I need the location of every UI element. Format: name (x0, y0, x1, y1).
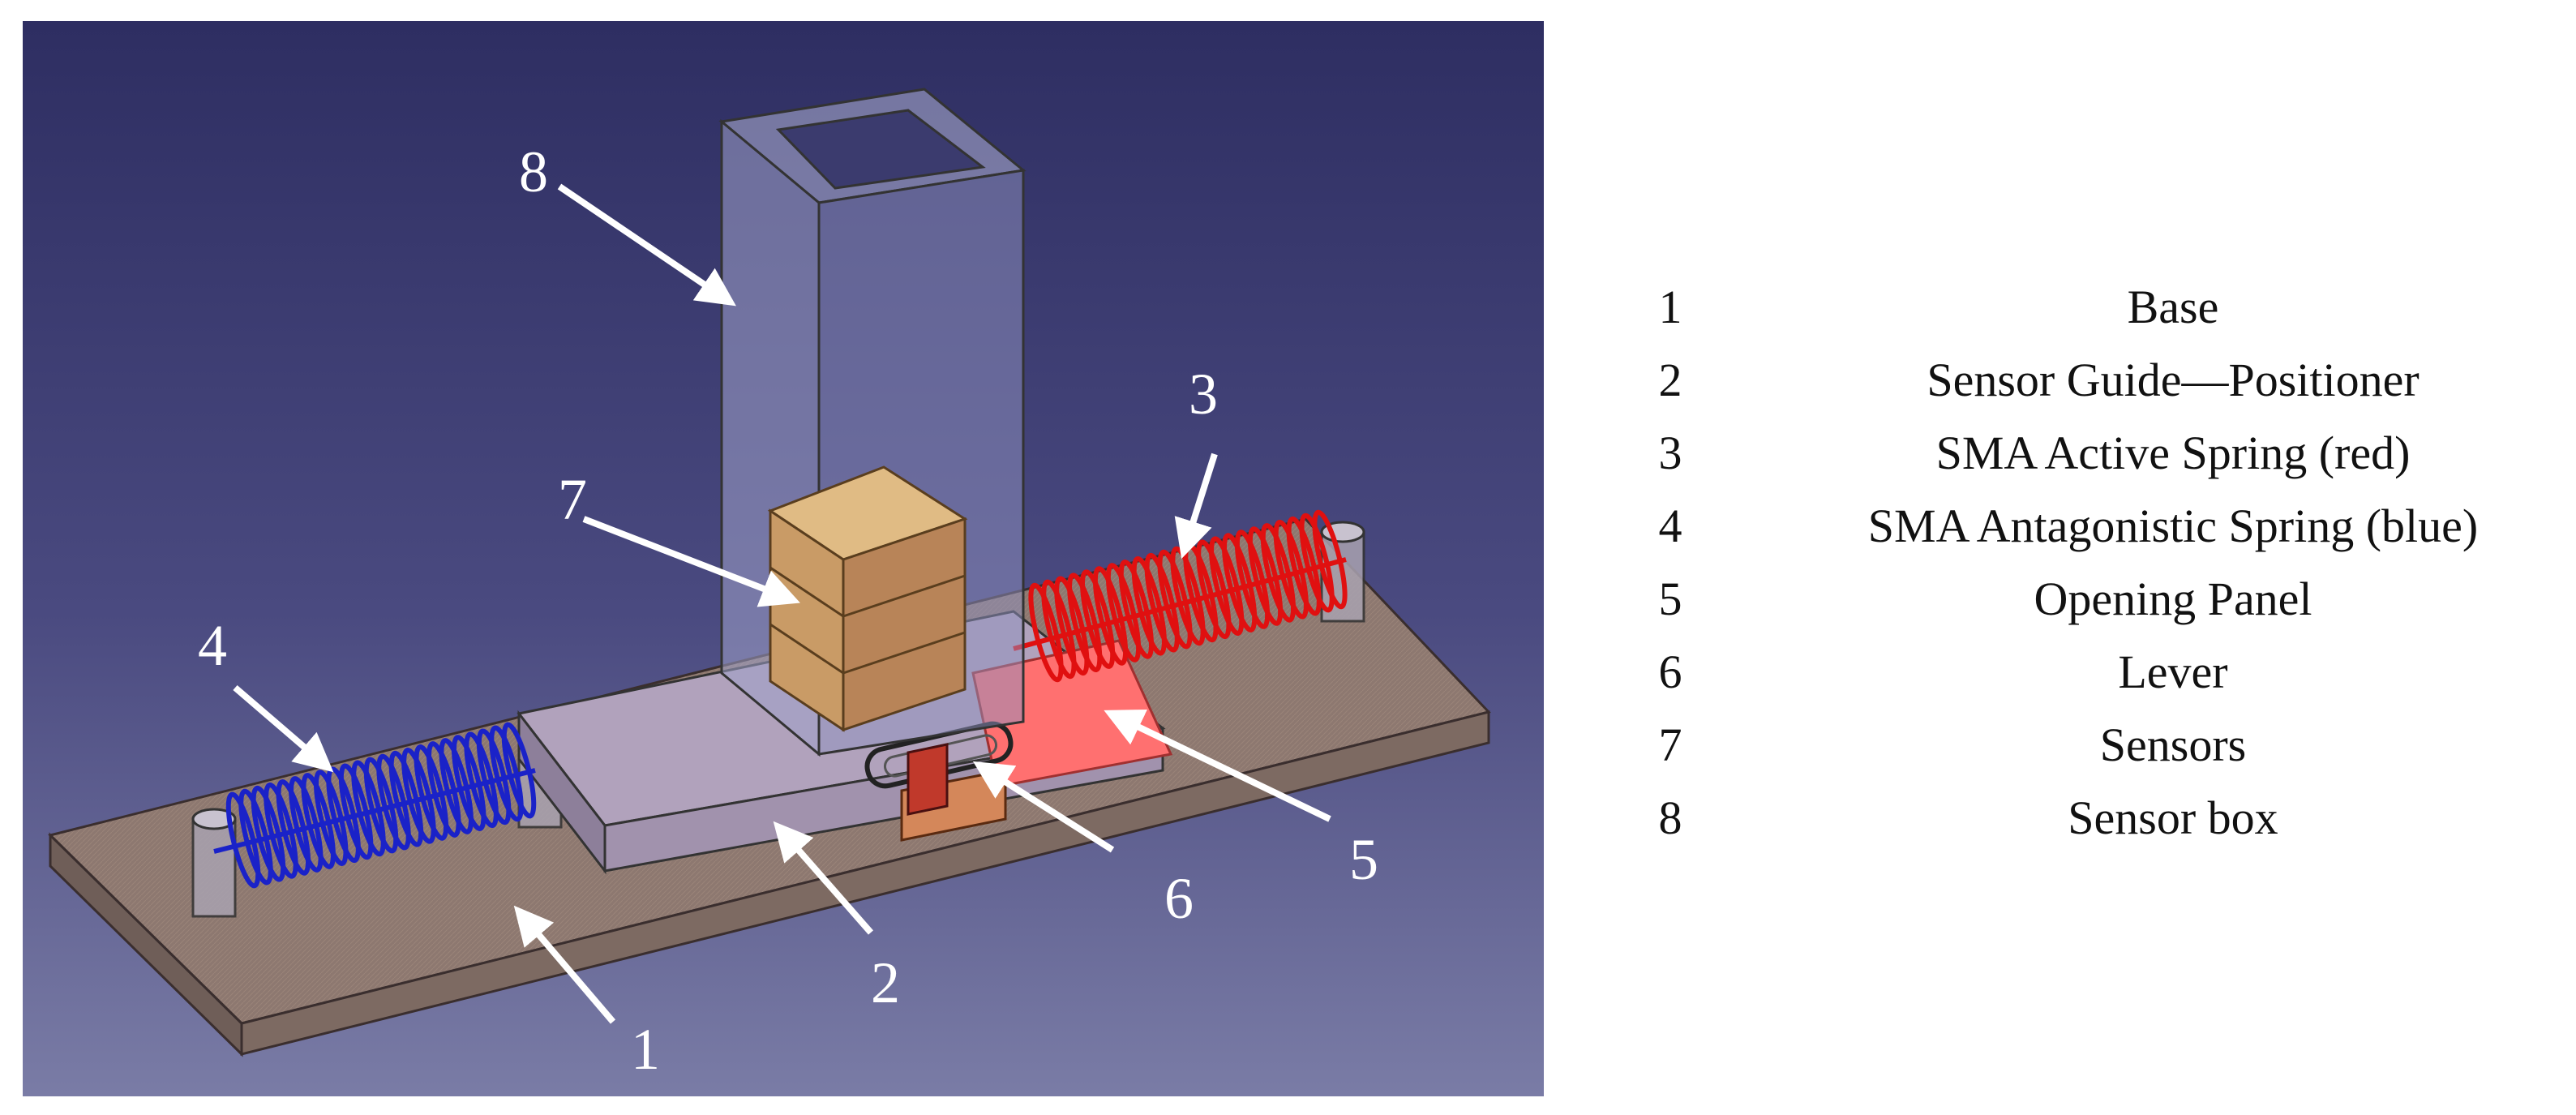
spring-coil-loop (1067, 573, 1103, 672)
callout-7: 7 (558, 467, 587, 532)
arrow-5 (1104, 710, 1331, 822)
spring-coil-loop (1221, 533, 1258, 633)
sensors (767, 465, 968, 732)
spring-coil-loop (338, 763, 374, 860)
spring-coil-loop (1273, 520, 1309, 620)
legend-label: Base (2127, 280, 2219, 333)
callout-6: 6 (1164, 866, 1194, 931)
spring-coil-loop (1092, 566, 1129, 666)
spring-coil-loop (388, 750, 424, 847)
legend-label: Sensor Guide—Positioner (1927, 353, 2420, 406)
spring-coil-loop (476, 728, 512, 826)
callout-4: 4 (198, 613, 227, 678)
legend-label: Sensors (2099, 718, 2247, 771)
spring-coil-loop (376, 753, 411, 851)
spring-coil-loop (1105, 563, 1142, 663)
spring-coil-loop (225, 791, 261, 889)
arrow-8 (557, 183, 736, 307)
legend-number: 8 (1658, 791, 1682, 844)
post-left (191, 808, 237, 918)
spring-coil-loop (1118, 560, 1155, 659)
spring-coil-loop (401, 747, 436, 844)
spring-coil-loop (489, 725, 524, 822)
active-spring (1013, 509, 1348, 683)
callout-arrows (233, 183, 1331, 1024)
spring-coil-loop (451, 735, 486, 831)
spring-coil-loop (289, 776, 324, 873)
legend-number: 6 (1658, 645, 1682, 698)
spring-coil-loop (1209, 536, 1245, 636)
spring-coil-loop (414, 744, 449, 841)
spring-coil-loop (1131, 556, 1167, 656)
callout-3: 3 (1189, 362, 1218, 427)
spring-coil-loop (1312, 509, 1348, 610)
spring-coil-loop (1260, 523, 1297, 623)
legend-number: 3 (1658, 426, 1682, 479)
legend-number: 5 (1658, 572, 1682, 625)
spring-coil-loop (251, 785, 286, 882)
callout-1: 1 (631, 1017, 660, 1082)
legend-label: SMA Antagonistic Spring (blue) (1867, 499, 2479, 552)
legend-label: SMA Active Spring (red) (1935, 426, 2411, 479)
arrow-3 (1174, 452, 1218, 560)
callout-2: 2 (871, 950, 900, 1015)
legend-number: 7 (1658, 718, 1682, 771)
spring-coil-loop (426, 741, 461, 838)
spring-coil-loop (301, 773, 336, 869)
spring-coil-loop (1234, 530, 1271, 629)
spring-coil-loop (1299, 512, 1335, 613)
spring-coil-loop (1286, 516, 1322, 616)
callout-8: 8 (519, 139, 548, 204)
spring-coil-loop (1054, 576, 1090, 676)
arrow-6 (972, 761, 1115, 853)
callout-5: 5 (1349, 827, 1378, 892)
spring-coil-loop (1028, 582, 1064, 683)
arrow-4 (233, 684, 334, 773)
spring-coil-loop (276, 779, 311, 876)
spring-coil-loop (1041, 579, 1077, 680)
arrow-7 (582, 516, 800, 607)
spring-coil-loop (238, 788, 273, 886)
spring-coil-loop (1157, 549, 1193, 650)
spring-coil-loop (264, 782, 298, 879)
legend-label: Opening Panel (2034, 572, 2312, 625)
spring-coil-loop (363, 757, 399, 854)
spring-coil-loop (313, 770, 349, 866)
arrow-1 (513, 905, 616, 1024)
spring-coil-loop (351, 760, 386, 857)
legend-number: 2 (1658, 353, 1682, 406)
spring-coil-loop (1079, 569, 1116, 669)
legend-label: Sensor box (2068, 791, 2278, 844)
spring-coil-loop (439, 738, 474, 834)
legend-number: 4 (1658, 499, 1682, 552)
arrow-2 (773, 821, 874, 935)
legend-number: 1 (1658, 280, 1682, 333)
spring-coil-loop (464, 731, 499, 829)
spring-coil-loop (1247, 526, 1284, 626)
spring-coil-loop (501, 722, 537, 819)
spring-coil-loop (1144, 552, 1180, 653)
legend-label: Lever (2118, 645, 2228, 698)
